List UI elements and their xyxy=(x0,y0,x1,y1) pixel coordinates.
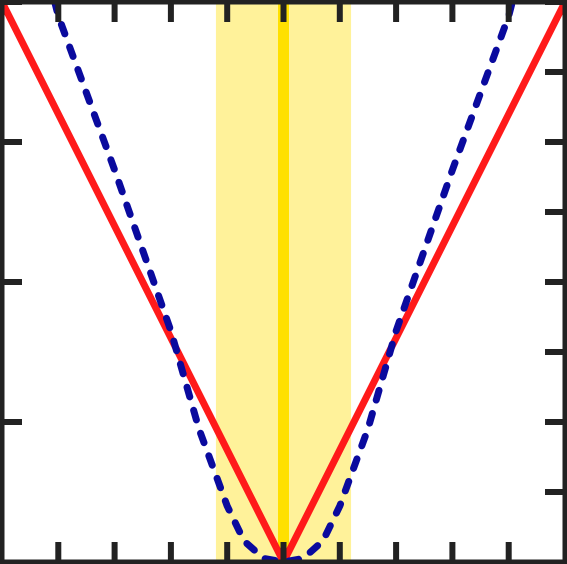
series-line-1 xyxy=(51,2,516,562)
